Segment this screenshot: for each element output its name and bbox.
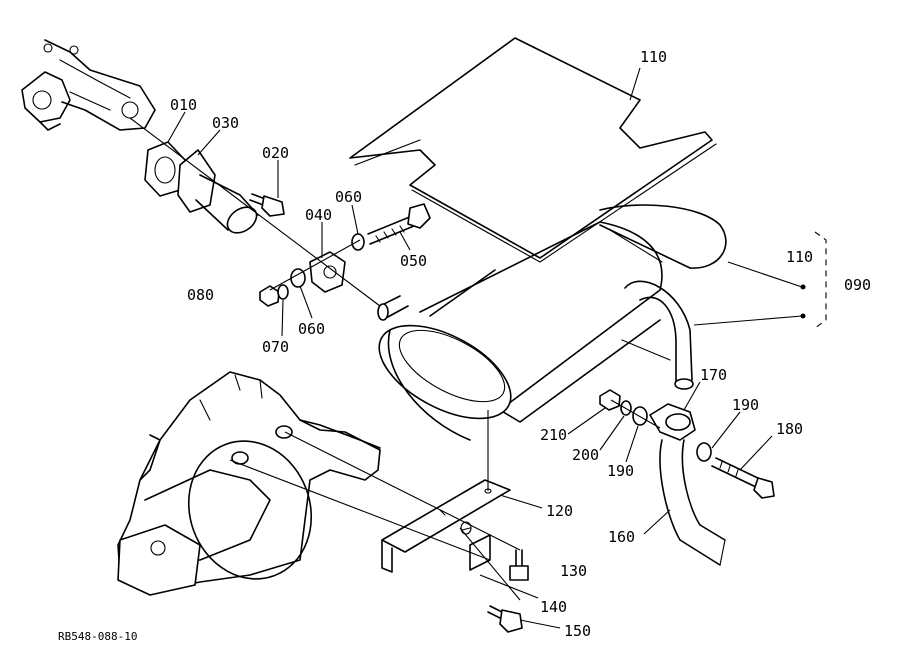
label-080: 080 (187, 286, 214, 304)
flywheel-housing (117, 371, 381, 596)
bolt-180 (711, 457, 775, 499)
bolt-150 (487, 605, 523, 633)
bolt-130 (509, 549, 529, 581)
label-060-lower: 060 (298, 320, 325, 338)
pipe-clamp-170 (649, 403, 696, 441)
label-120: 120 (546, 502, 573, 520)
label-190-left: 190 (607, 462, 634, 480)
label-070: 070 (262, 338, 289, 356)
label-090: 090 (844, 276, 871, 294)
washer-190-right (696, 442, 712, 462)
bolt-020 (249, 193, 285, 217)
exhaust-manifold (21, 39, 156, 131)
label-210: 210 (540, 426, 567, 444)
bolt-050 (351, 203, 431, 251)
group-bracket-090 (800, 231, 827, 329)
heat-shield-plate (349, 37, 717, 263)
label-130: 130 (560, 562, 587, 580)
label-200: 200 (572, 446, 599, 464)
label-190-right: 190 (732, 396, 759, 414)
muffler (377, 204, 727, 441)
label-020: 020 (262, 144, 289, 162)
label-060-upper: 060 (335, 188, 362, 206)
muffler-bracket (381, 479, 511, 573)
label-050: 050 (400, 252, 427, 270)
assembly-lines (129, 117, 661, 601)
label-180: 180 (776, 420, 803, 438)
leader-lines (167, 67, 803, 629)
label-040: 040 (305, 206, 332, 224)
clamp-040 (309, 251, 346, 293)
exhaust-elbow-030 (177, 149, 259, 234)
label-010: 010 (170, 96, 197, 114)
label-150: 150 (564, 622, 591, 640)
hose-160 (659, 439, 726, 566)
label-170: 170 (700, 366, 727, 384)
label-030: 030 (212, 114, 239, 132)
label-110-top: 110 (640, 48, 667, 66)
label-160: 160 (608, 528, 635, 546)
tail-pipe (624, 280, 694, 390)
nut-210 (599, 389, 621, 411)
drawing-reference-code: RB548-088-10 (58, 630, 137, 643)
label-110-right: 110 (786, 248, 813, 266)
label-140: 140 (540, 598, 567, 616)
nut-070 (259, 268, 306, 307)
